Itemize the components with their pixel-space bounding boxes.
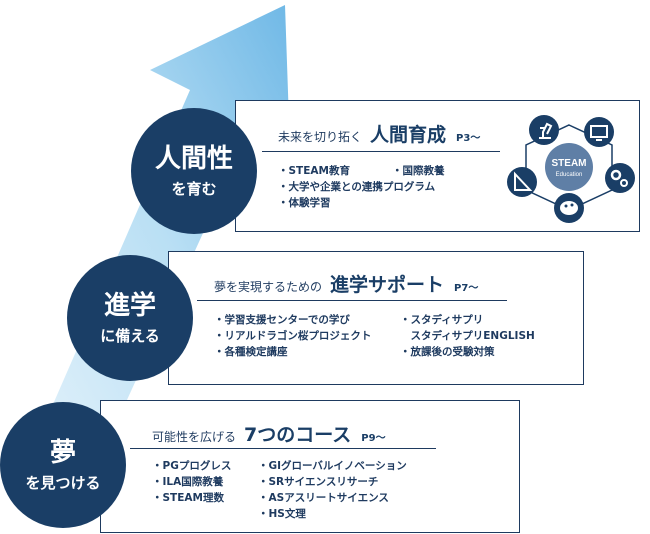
stage2-col1: 学習支援センターでの学び リアルドラゴン桜プロジェクト 各種検定講座 — [214, 312, 372, 360]
list-item: 放課後の受験対策 — [400, 344, 535, 360]
stage3-title: 7つのコース — [244, 424, 352, 446]
stage2-prefix: 夢を実現するための — [214, 280, 323, 294]
list-item: 大学や企業との連携プログラム — [278, 179, 436, 195]
stage3-prefix: 可能性を広げる — [152, 430, 237, 444]
list-item: リアルドラゴン桜プロジェクト — [214, 328, 372, 344]
stage3-circle: 夢 を見つける — [0, 402, 126, 528]
list-item: 学習支援センターでの学び — [214, 312, 371, 328]
stage3-page: P9～ — [361, 433, 386, 444]
stage1-col2: 国際教養 — [392, 163, 445, 179]
list-item: スタディサプリ — [400, 312, 535, 328]
stage1-prefix: 未来を切り拓く — [278, 130, 363, 144]
stage1-page: P3～ — [456, 133, 481, 144]
stage1-circle-title: 人間性 — [154, 144, 233, 175]
list-item: スタディサプリENGLISH — [410, 330, 535, 342]
microscope-icon — [529, 115, 559, 145]
list-item: 体験学習 — [278, 195, 435, 211]
steam-emblem-sublabel: Education — [556, 172, 583, 178]
stage1-rule — [262, 151, 500, 152]
stage3-col1: PGプログレス ILA国際教養 STEAM理数 — [152, 458, 232, 506]
list-item: ILA国際教養 — [152, 474, 231, 490]
stage3-circle-title: 夢 — [49, 438, 76, 469]
list-item: 国際教養 — [392, 163, 445, 179]
list-item: ASアスリートサイエンス — [258, 490, 407, 506]
stage1-title: 人間育成 — [370, 124, 447, 146]
gears-icon — [605, 163, 635, 193]
stage2-page: P7～ — [454, 283, 479, 294]
list-item: PGプログレス — [152, 458, 232, 474]
stage2-circle-subtitle: に備える — [100, 326, 160, 345]
stage1-col1: STEAM教育 大学や企業との連携プログラム 体験学習 — [278, 163, 436, 211]
list-item: STEAM理数 — [152, 490, 231, 506]
list-item: 各種検定講座 — [214, 344, 371, 360]
steam-emblem: STEAM Education — [507, 115, 635, 223]
stage2-heading: 夢を実現するための 進学サポート P7～ — [214, 270, 478, 297]
stage3-rule — [130, 448, 436, 449]
steam-emblem-label: STEAM — [552, 158, 587, 169]
list-item: SRサイエンスリサーチ — [258, 474, 407, 490]
stage3-col2: GIグローバルイノベーション SRサイエンスリサーチ ASアスリートサイエンス … — [258, 458, 407, 522]
stage2-circle: 進学 に備える — [67, 255, 193, 381]
stage2-title: 進学サポート — [330, 274, 445, 296]
stage3-circle-subtitle: を見つける — [25, 473, 101, 492]
list-item: GIグローバルイノベーション — [258, 458, 407, 474]
stage1-circle-subtitle: を育む — [171, 179, 217, 198]
list-item: STEAM教育 — [278, 163, 435, 179]
list-item: HS文理 — [258, 506, 407, 522]
monitor-icon — [584, 117, 614, 147]
stage2-col2: スタディサプリ スタディサプリENGLISH 放課後の受験対策 — [400, 312, 535, 360]
stage1-circle: 人間性 を育む — [131, 108, 257, 234]
palette-icon — [554, 193, 584, 223]
stage3-heading: 可能性を広げる 7つのコース P9～ — [152, 420, 386, 447]
ruler-icon — [507, 167, 537, 197]
stage1-heading: 未来を切り拓く 人間育成 P3～ — [278, 120, 480, 147]
stage2-circle-title: 進学 — [103, 291, 156, 322]
stage2-rule — [197, 300, 507, 301]
